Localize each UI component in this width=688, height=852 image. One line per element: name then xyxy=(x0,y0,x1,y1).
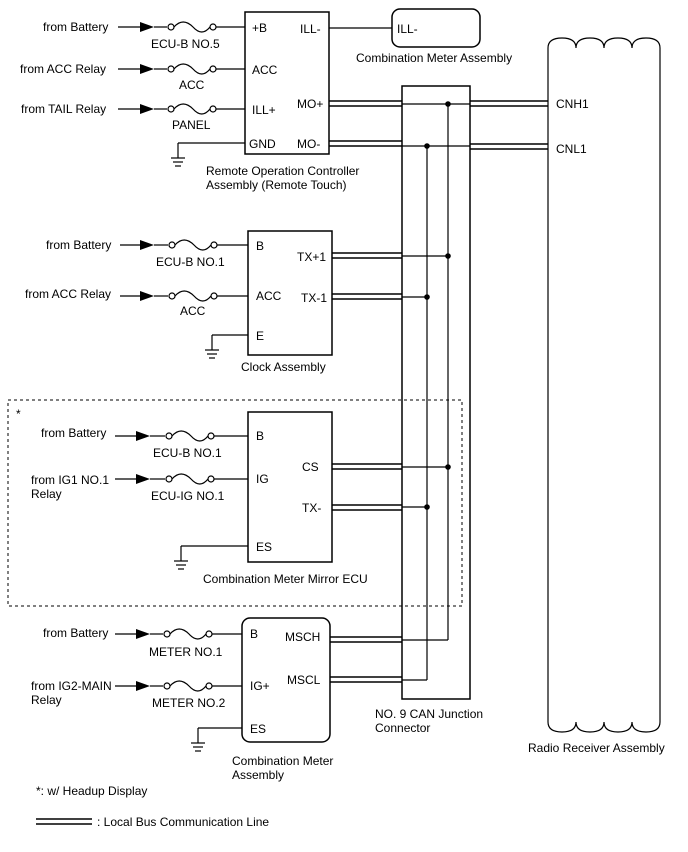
source-label: from Battery xyxy=(43,20,108,34)
fuse-label: METER NO.1 xyxy=(149,645,223,659)
mirror-pin-b: B xyxy=(256,429,264,443)
fuse-label: METER NO.2 xyxy=(152,696,226,710)
source-label-line2: Relay xyxy=(31,693,62,707)
mirror-pin-ig: IG xyxy=(256,472,269,486)
source-label-line1: from IG1 NO.1 xyxy=(31,473,109,487)
source-label: from Battery xyxy=(46,238,111,252)
mirror-pin-cs: CS xyxy=(302,460,319,474)
remote-pin-ill-minus: ILL- xyxy=(300,22,321,36)
fuse-label: ECU-IG NO.1 xyxy=(151,489,225,503)
remote-name-line2: Assembly (Remote Touch) xyxy=(206,178,347,192)
remote-pin-acc: ACC xyxy=(252,63,278,77)
bus-meter-junction xyxy=(330,636,448,683)
clock-pin-e: E xyxy=(256,329,264,343)
mirror-input-battery: from Battery ECU-B NO.1 xyxy=(41,426,248,460)
meter-pin-msch: MSCH xyxy=(285,630,320,644)
arrow-icon xyxy=(140,104,154,114)
can-junction-connector xyxy=(401,85,471,700)
junction-name-line2: Connector xyxy=(375,721,430,735)
fuse-label: ECU-B NO.5 xyxy=(151,37,220,51)
meter-input-battery: from Battery METER NO.1 xyxy=(43,626,242,659)
clock-box xyxy=(247,230,333,356)
source-label: from ACC Relay xyxy=(25,287,111,301)
mirror-input-ig1: from IG1 NO.1 Relay ECU-IG NO.1 xyxy=(31,473,248,503)
remote-input-battery: from Battery ECU-B NO.5 xyxy=(43,20,245,51)
mirror-ecu-box xyxy=(247,411,333,563)
arrow-icon xyxy=(136,629,150,639)
bus-clock-junction xyxy=(332,252,451,300)
arrow-icon xyxy=(136,474,150,484)
meter-pin-b: B xyxy=(250,627,258,641)
meter-top-name: Combination Meter Assembly xyxy=(356,51,512,65)
meter-pin-mscl: MSCL xyxy=(287,673,321,687)
arrow-icon xyxy=(140,22,154,32)
arrow-icon xyxy=(136,431,150,441)
radio-pin-cnh1: CNH1 xyxy=(556,97,589,111)
legend-footnote: *: w/ Headup Display xyxy=(36,784,147,798)
fuse-label: ACC xyxy=(180,304,206,318)
legend-bus-line-sample xyxy=(36,818,92,825)
meter-pin-es: ES xyxy=(250,722,266,736)
mirror-name: Combination Meter Mirror ECU xyxy=(203,572,368,586)
combination-meter-box xyxy=(241,617,331,743)
bus-mirror-junction xyxy=(332,463,451,511)
source-label: from ACC Relay xyxy=(20,62,106,76)
clock-pin-tx1-plus: TX+1 xyxy=(297,250,326,264)
remote-pin-b: +B xyxy=(252,21,267,35)
fuse-label: ECU-B NO.1 xyxy=(153,446,222,460)
meter-input-ig2: from IG2-MAIN Relay METER NO.2 xyxy=(31,679,242,710)
clock-pin-b: B xyxy=(256,239,264,253)
remote-name-line1: Remote Operation Controller xyxy=(206,164,359,178)
bus-junction-radio xyxy=(470,100,548,150)
arrow-icon xyxy=(140,291,154,301)
bus-remote-junction xyxy=(329,100,470,149)
meter-name-line1: Combination Meter xyxy=(232,754,333,768)
remote-ground xyxy=(171,142,245,167)
source-label-line1: from IG2-MAIN xyxy=(31,679,112,693)
remote-pin-mo-minus: MO- xyxy=(297,137,320,151)
meter-top-pin: ILL- xyxy=(397,22,418,36)
source-label-line2: Relay xyxy=(31,487,62,501)
clock-ground xyxy=(205,334,248,359)
arrow-icon xyxy=(140,240,154,250)
remote-input-acc: from ACC Relay ACC xyxy=(20,62,245,92)
combination-meter-top-box xyxy=(391,8,481,48)
remote-input-tail: from TAIL Relay PANEL xyxy=(21,102,245,132)
clock-pin-acc: ACC xyxy=(256,289,282,303)
radio-receiver-assembly xyxy=(547,37,661,733)
clock-input-acc: from ACC Relay ACC xyxy=(25,287,248,318)
fuse-label: PANEL xyxy=(172,118,211,132)
remote-pin-mo-plus: MO+ xyxy=(297,97,323,111)
clock-input-battery: from Battery ECU-B NO.1 xyxy=(46,238,248,269)
meter-ground xyxy=(191,727,242,752)
mirror-pin-tx-minus: TX- xyxy=(302,501,321,515)
meter-pin-ig-plus: IG+ xyxy=(250,679,270,693)
mirror-ground xyxy=(174,545,248,570)
fuse-label: ACC xyxy=(179,78,205,92)
arrow-icon xyxy=(136,681,150,691)
source-label: from Battery xyxy=(43,626,108,640)
arrow-icon xyxy=(140,64,154,74)
fuse-label: ECU-B NO.1 xyxy=(156,255,225,269)
remote-pin-gnd: GND xyxy=(249,137,276,151)
meter-name-line2: Assembly xyxy=(232,768,284,782)
mirror-ecu-note-marker: * xyxy=(16,407,21,421)
mirror-pin-es: ES xyxy=(256,540,272,554)
radio-pin-cnl1: CNL1 xyxy=(556,142,587,156)
radio-name: Radio Receiver Assembly xyxy=(528,741,665,755)
remote-controller-box xyxy=(244,11,330,155)
source-label: from TAIL Relay xyxy=(21,102,106,116)
remote-pin-ill-plus: ILL+ xyxy=(252,103,276,117)
source-label: from Battery xyxy=(41,426,106,440)
junction-name-line1: NO. 9 CAN Junction xyxy=(375,707,483,721)
legend-bus-line-label: : Local Bus Communication Line xyxy=(97,815,269,829)
clock-name: Clock Assembly xyxy=(241,360,326,374)
clock-pin-tx1-minus: TX-1 xyxy=(301,291,327,305)
